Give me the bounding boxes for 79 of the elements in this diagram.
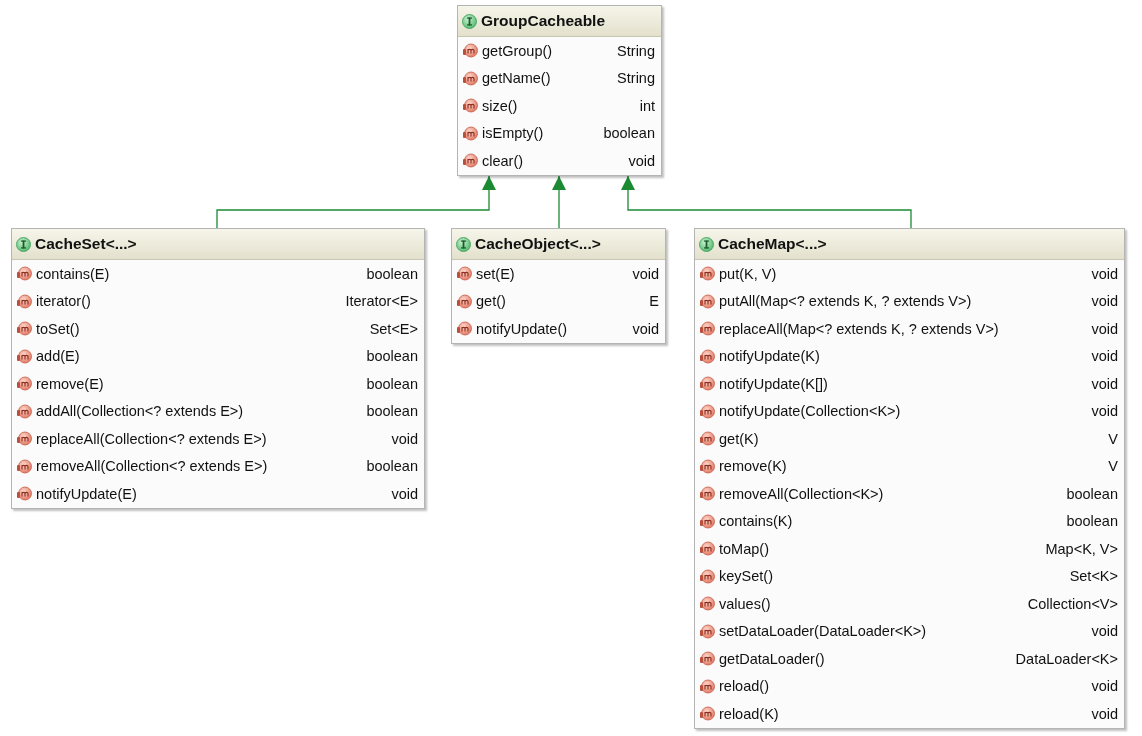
return-type: void: [1091, 375, 1118, 392]
method-signature: notifyUpdate(Collection<K>): [719, 403, 902, 420]
return-type: Collection<V>: [1027, 595, 1118, 612]
return-type: void: [1091, 705, 1118, 722]
method-signature: replaceAll(Collection<? extends E>): [36, 430, 268, 447]
method-signature: putAll(Map<? extends K, ? extends V>): [719, 293, 973, 310]
return-type: boolean: [366, 375, 418, 392]
return-type: boolean: [603, 125, 655, 142]
method-signature: removeAll(Collection<K>): [719, 485, 885, 502]
method-signature: contains(E): [36, 265, 111, 282]
return-type: void: [628, 152, 655, 169]
class-box: [457, 5, 662, 176]
return-type: void: [632, 320, 659, 337]
method-signature: clear(): [482, 152, 525, 169]
method-signature: addAll(Collection<? extends E>): [36, 403, 245, 420]
return-type: void: [391, 485, 418, 502]
return-type: void: [391, 430, 418, 447]
method-signature: getGroup(): [482, 42, 554, 59]
class-box: [11, 228, 425, 509]
return-type: Map<K, V>: [1045, 540, 1118, 557]
return-type: boolean: [366, 458, 418, 475]
return-type: void: [1091, 678, 1118, 695]
method-signature: contains(K): [719, 513, 794, 530]
return-type: void: [1091, 265, 1118, 282]
return-type: void: [1091, 403, 1118, 420]
class-name: CacheSet<...>: [35, 235, 137, 253]
return-type: boolean: [366, 265, 418, 282]
method-signature: toSet(): [36, 320, 81, 337]
method-signature: isEmpty(): [482, 125, 545, 142]
class-name: CacheMap<...>: [718, 235, 827, 253]
method-signature: reload(): [719, 678, 770, 695]
return-type: V: [1108, 430, 1118, 447]
class-box: [694, 228, 1125, 729]
return-type: boolean: [1066, 513, 1118, 530]
method-signature: toMap(): [719, 540, 770, 557]
return-type: Set<K>: [1069, 568, 1118, 585]
inheritance-arrow: [552, 175, 566, 229]
method-signature: iterator(): [36, 293, 92, 310]
method-signature: remove(K): [719, 458, 788, 475]
return-type: boolean: [366, 348, 418, 365]
method-signature: keySet(): [719, 568, 774, 585]
method-signature: setDataLoader(DataLoader<K>): [719, 623, 928, 640]
return-type: E: [649, 293, 659, 310]
method-signature: reload(K): [719, 705, 780, 722]
method-signature: getDataLoader(): [719, 650, 826, 667]
method-signature: get(): [476, 293, 507, 310]
return-type: void: [1091, 348, 1118, 365]
method-signature: get(K): [719, 430, 760, 447]
return-type: String: [617, 42, 655, 59]
method-signature: removeAll(Collection<? extends E>): [36, 458, 269, 475]
inheritance-arrow: [621, 175, 912, 229]
return-type: void: [632, 265, 659, 282]
return-type: void: [1091, 320, 1118, 337]
method-signature: notifyUpdate(K): [719, 348, 821, 365]
method-signature: remove(E): [36, 375, 105, 392]
method-signature: set(E): [476, 265, 516, 282]
return-type: boolean: [366, 403, 418, 420]
return-type: DataLoader<K>: [1015, 650, 1118, 667]
method-signature: notifyUpdate(): [476, 320, 569, 337]
method-signature: values(): [719, 595, 772, 612]
return-type: String: [617, 70, 655, 87]
return-type: Iterator<E>: [345, 293, 418, 310]
method-signature: add(E): [36, 348, 81, 365]
method-signature: put(K, V): [719, 265, 778, 282]
return-type: boolean: [1066, 485, 1118, 502]
return-type: void: [1091, 623, 1118, 640]
class-name: GroupCacheable: [481, 12, 606, 30]
class-name: CacheObject<...>: [475, 235, 601, 253]
method-signature: notifyUpdate(K[]): [719, 375, 829, 392]
return-type: V: [1108, 458, 1118, 475]
method-signature: notifyUpdate(E): [36, 485, 138, 502]
method-signature: getName(): [482, 70, 552, 87]
method-signature: replaceAll(Map<? extends K, ? extends V>): [719, 320, 1000, 337]
return-type: void: [1091, 293, 1118, 310]
method-signature: size(): [482, 97, 519, 114]
class-box: [451, 228, 666, 344]
return-type: int: [639, 97, 655, 114]
return-type: Set<E>: [369, 320, 418, 337]
inheritance-arrow: [216, 175, 496, 229]
